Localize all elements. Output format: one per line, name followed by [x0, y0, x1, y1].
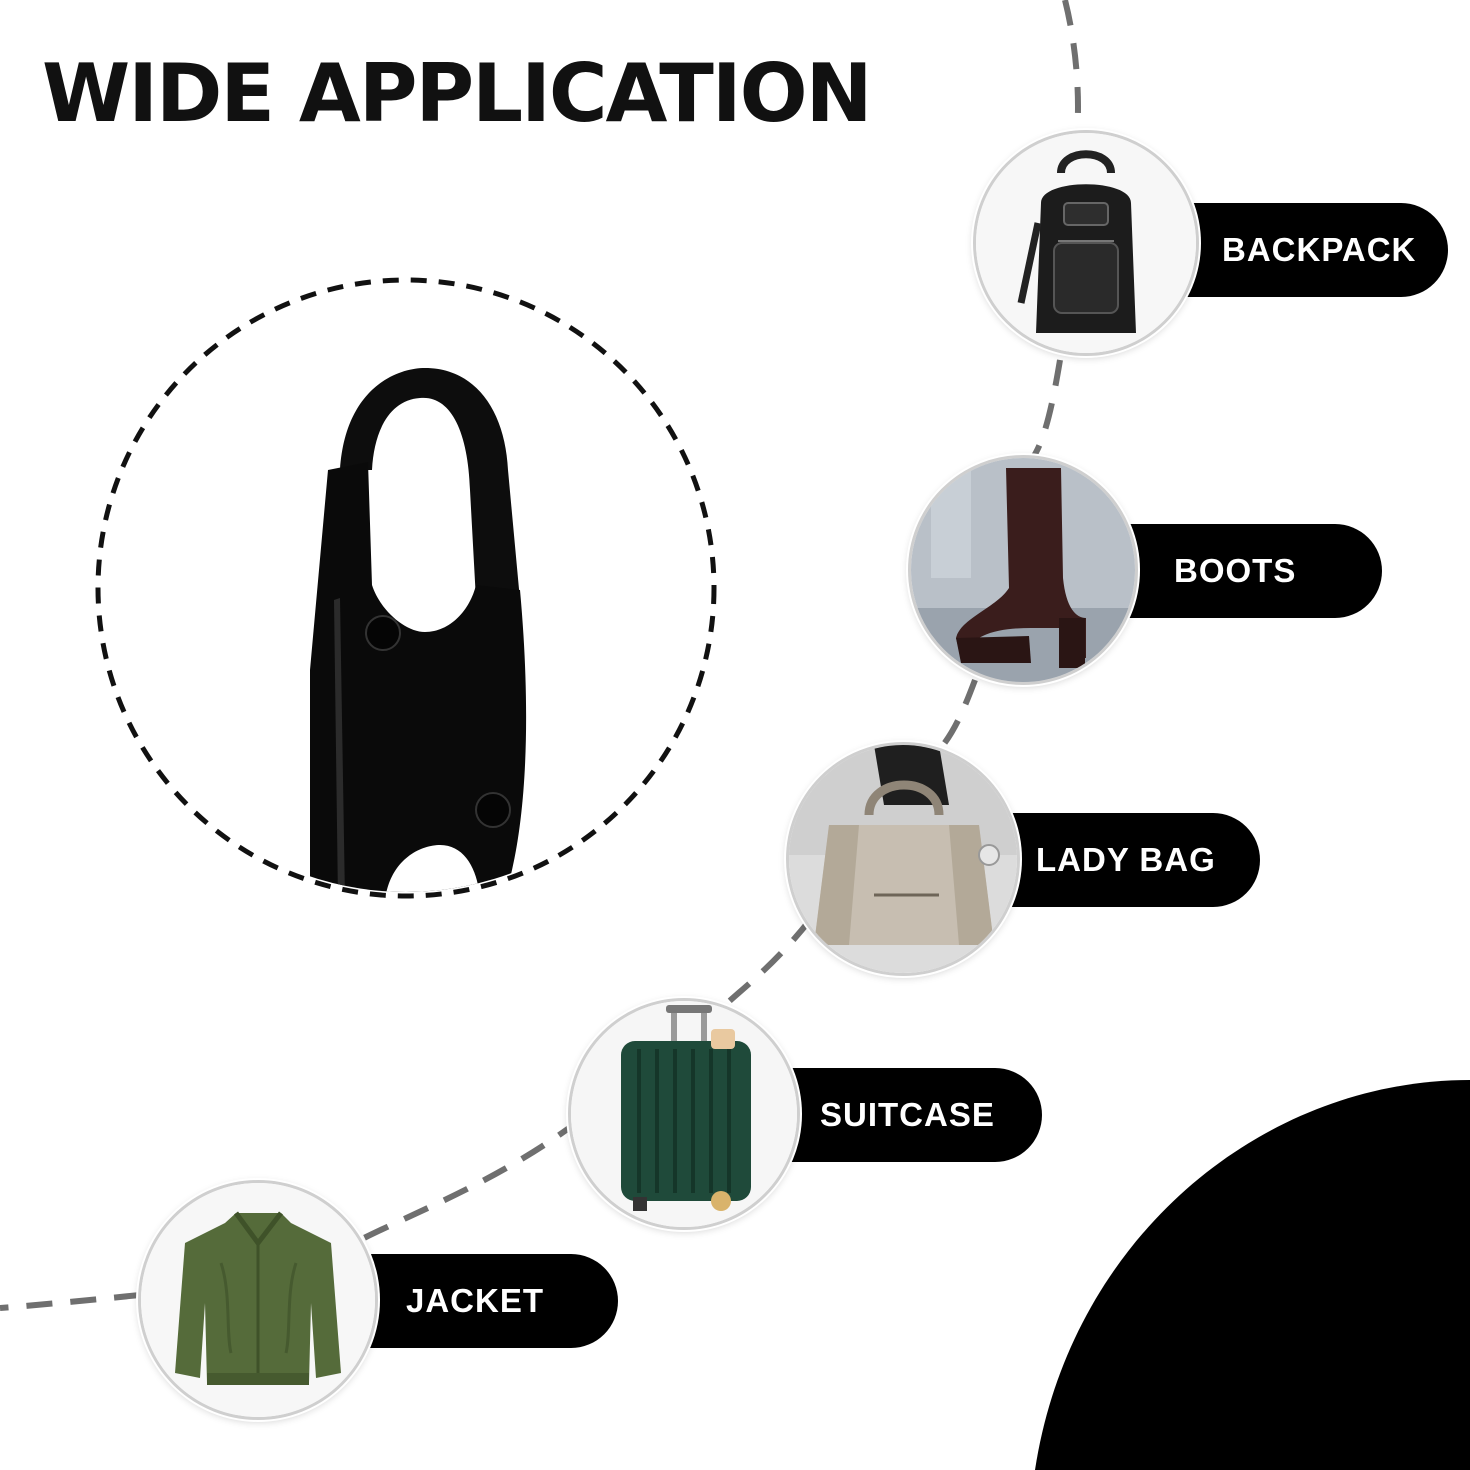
suitcase-label: SUITCASE [820, 1096, 995, 1133]
corner-black-shape [1035, 1080, 1470, 1470]
handbag-icon [786, 742, 1020, 976]
page-title: WIDE APPLICATION [42, 47, 873, 140]
lady-bag-label: LADY BAG [1036, 841, 1216, 878]
backpack-label: BACKPACK [1222, 231, 1417, 268]
jacket-label: JACKET [406, 1282, 545, 1319]
carabiner-clip-icon [310, 368, 527, 892]
boots-label: BOOTS [1174, 552, 1297, 589]
connector-dashed-curve [0, 0, 1081, 1311]
backpack-icon [973, 130, 1199, 356]
suitcase-icon [568, 998, 800, 1230]
product-dashed-circle [95, 277, 717, 899]
jacket-icon [138, 1180, 378, 1420]
boot-icon [908, 455, 1138, 685]
